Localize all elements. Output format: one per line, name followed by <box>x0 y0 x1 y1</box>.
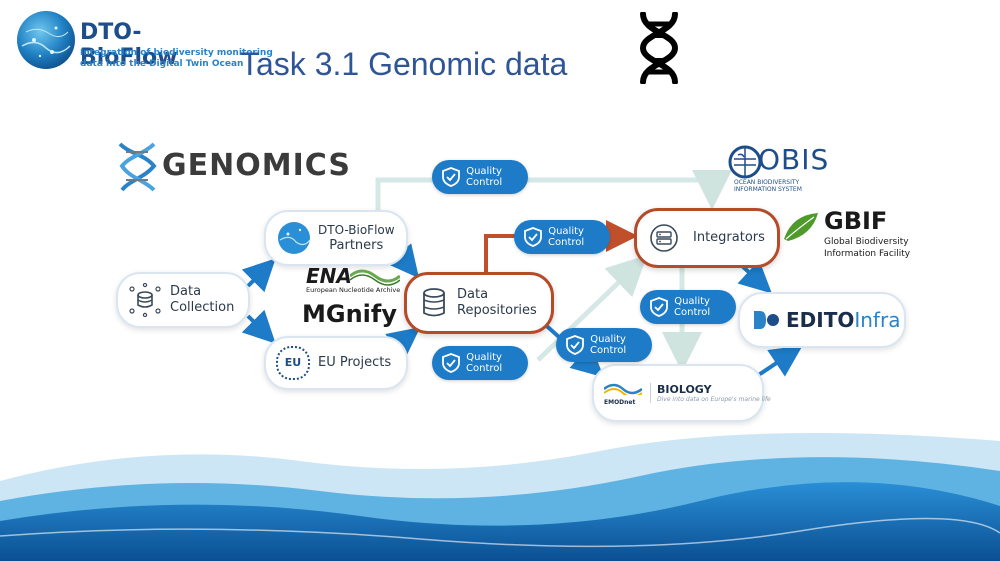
edito-label: EDITO <box>786 308 855 332</box>
qc-rb-line1: Quality <box>590 334 626 345</box>
node-partners: DTO-BioFlow Partners <box>264 210 408 266</box>
logo-name: DTO-BioFlow <box>80 20 178 70</box>
integrators-label: Integrators <box>693 230 765 245</box>
logo-tagline-1: Integration of biodiversity monitoring <box>80 48 273 58</box>
gbif-leaf-icon <box>784 213 818 241</box>
qc-ib-line1: Quality <box>674 296 710 307</box>
node-data-collection: Data Collection <box>116 272 250 328</box>
shield-check-icon <box>650 297 668 317</box>
emodnet-mark: EMODnet <box>603 380 643 406</box>
obis-sub-1: OCEAN BIODIVERSITY <box>734 179 800 186</box>
dna-icon <box>639 12 679 84</box>
partners-line2: Partners <box>329 238 384 253</box>
node-edito-infra: EDITOInfra <box>738 292 906 348</box>
dna-helix-icon <box>118 142 157 192</box>
mgnify-logo: MGnify <box>302 300 397 328</box>
logo-tagline-2: data into the Digital Twin Ocean <box>80 59 244 69</box>
qc-top: Quality Control <box>432 160 528 194</box>
data-collection-icon <box>129 283 161 317</box>
partners-line1: DTO-BioFlow <box>318 223 395 237</box>
repositories-line2: Repositories <box>457 303 537 318</box>
shield-check-icon <box>524 227 542 247</box>
qc-top-line1: Quality <box>466 166 502 177</box>
qc-eu-projects: Quality Control <box>432 346 528 380</box>
qc-ri-line2: Control <box>548 237 585 248</box>
qc-integrators-biology: Quality Control <box>640 290 736 324</box>
edito-infra-label: Infra <box>854 308 901 332</box>
qc-rb-line2: Control <box>590 345 627 356</box>
eu-projects-label: EU Projects <box>318 355 392 370</box>
qc-top-line2: Control <box>466 177 503 188</box>
node-biology: EMODnet BIOLOGY Dive into data on Europe… <box>592 364 771 422</box>
biology-label: BIOLOGY <box>657 383 712 396</box>
data-collection-line2: Collection <box>170 300 235 315</box>
node-data-repositories: Data Repositories <box>404 272 554 334</box>
data-collection-line1: Data <box>170 284 202 299</box>
ena-sub: European Nucleotide Archive <box>306 286 401 294</box>
genomics-logo: GENOMICS <box>114 140 354 194</box>
partners-globe-icon <box>278 222 311 254</box>
emodnet-wave-icon <box>603 383 643 398</box>
eu-badge: EU <box>276 346 310 380</box>
obis-label: OBIS <box>758 143 830 176</box>
gbif-logo: GBIF Global Biodiversity Information Fac… <box>782 205 922 265</box>
qc-repositories-integrators: Quality Control <box>514 220 610 254</box>
obis-logo: OBIS OCEAN BIODIVERSITY INFORMATION SYST… <box>728 143 838 195</box>
obis-sub-2: INFORMATION SYSTEM <box>734 186 802 193</box>
wave-footer <box>0 433 1000 561</box>
page-title: Task 3.1 Genomic data <box>240 46 568 82</box>
edito-mark-icon <box>754 311 779 329</box>
eu-badge-text: EU <box>284 356 302 369</box>
node-eu-projects: EU EU Projects <box>264 336 408 390</box>
dto-bioflow-logo: DTO-BioFlow Integration of biodiversity … <box>16 10 273 70</box>
biology-sub: Dive into data on Europe's marine life <box>657 396 771 403</box>
qc-repositories-biology: Quality Control <box>556 328 652 362</box>
shield-check-icon <box>442 167 460 187</box>
integrators-server-icon <box>650 224 678 252</box>
qc-eu-line1: Quality <box>466 352 502 363</box>
ena-logo: ENA European Nucleotide Archive <box>306 264 406 296</box>
ena-label: ENA <box>306 264 352 288</box>
node-integrators: Integrators <box>634 208 780 268</box>
shield-check-icon <box>442 353 460 373</box>
qc-ri-line1: Quality <box>548 226 584 237</box>
gbif-label: GBIF <box>824 207 888 235</box>
genomics-label: GENOMICS <box>162 148 351 183</box>
emodnet-label: EMODnet <box>604 399 636 406</box>
repositories-line1: Data <box>457 287 489 302</box>
globe-icon <box>17 11 75 69</box>
qc-ib-line2: Control <box>674 307 711 318</box>
ena-wave-icon <box>350 269 400 286</box>
gbif-sub-1: Global Biodiversity <box>824 237 909 247</box>
header-band <box>0 0 1000 100</box>
database-icon <box>423 288 445 317</box>
obis-globe-icon <box>728 145 762 179</box>
qc-eu-line2: Control <box>466 363 503 374</box>
gbif-sub-2: Information Facility <box>824 249 911 259</box>
shield-check-icon <box>566 335 584 355</box>
